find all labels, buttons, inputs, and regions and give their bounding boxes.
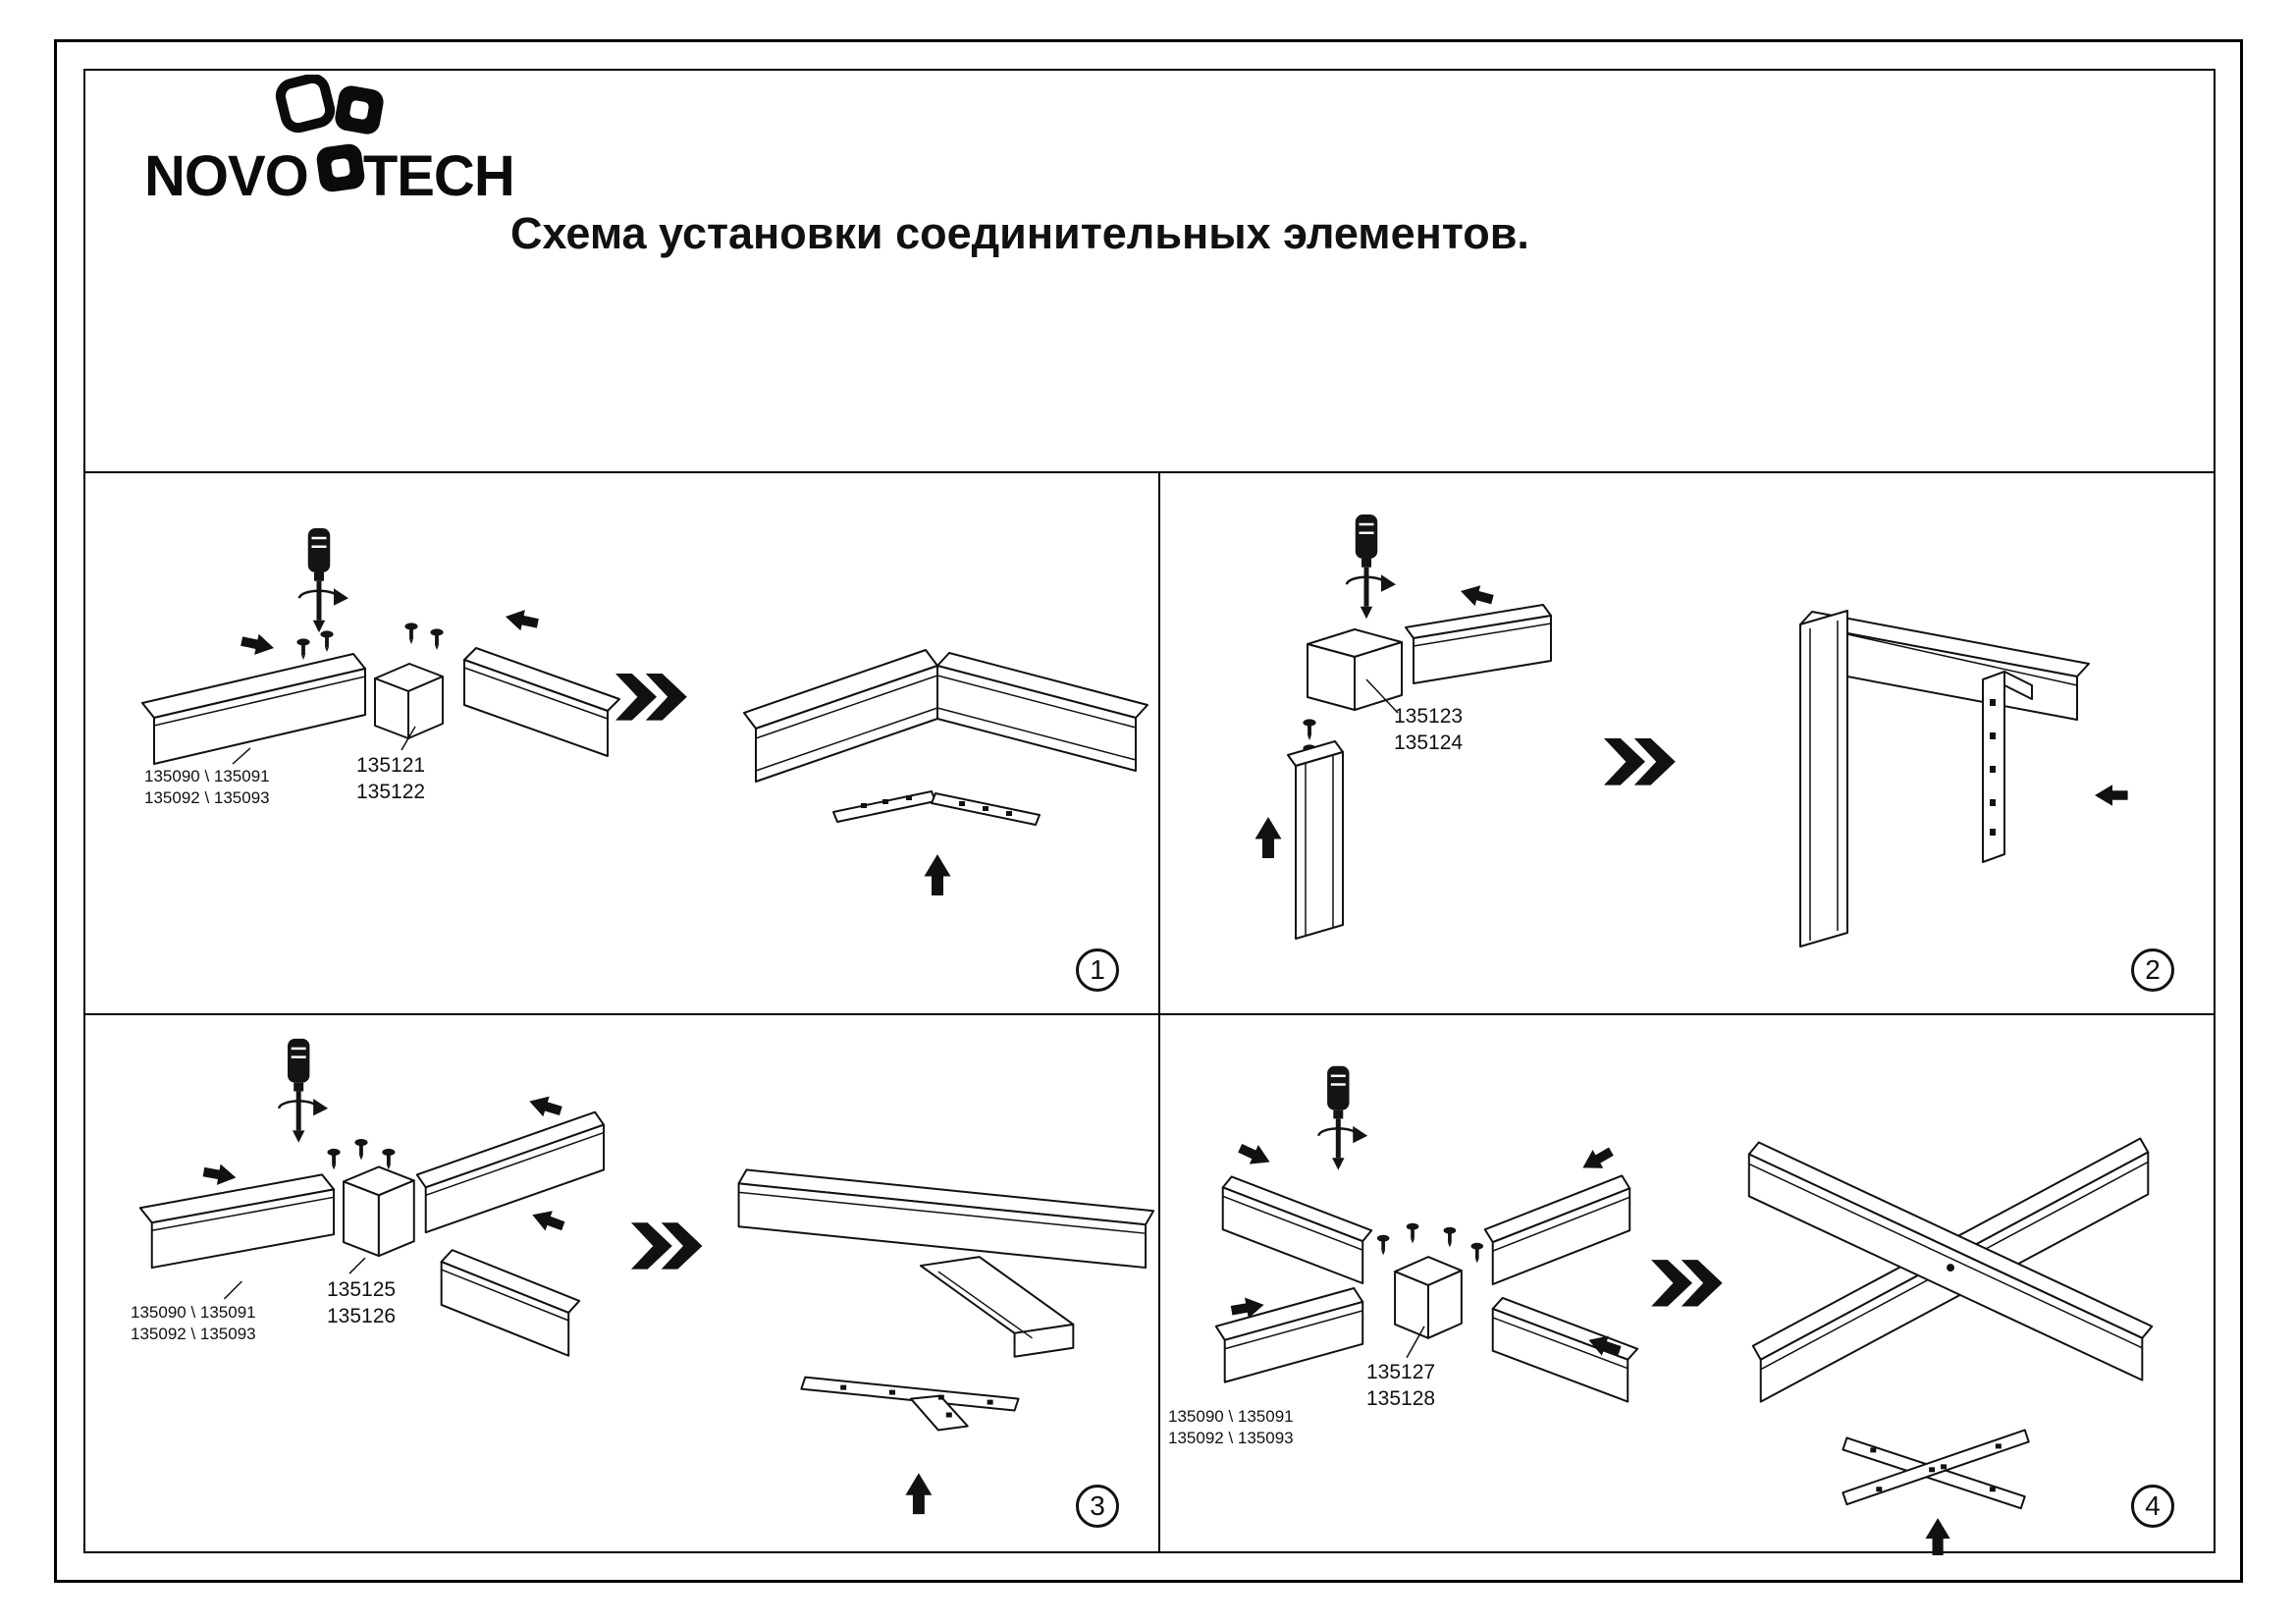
screwdriver-icon: [1317, 1064, 1369, 1171]
page-title: Схема установки соединительных элементов…: [510, 208, 1529, 258]
direction-arrow-icon: [201, 1161, 239, 1188]
outer-border: [54, 39, 2243, 1583]
insert-arrow-icon: [924, 854, 951, 895]
screw-icon: [1406, 1222, 1419, 1244]
screwdriver-icon: [1345, 513, 1398, 621]
direction-arrow-icon: [1458, 580, 1496, 611]
step-arrow-icon: [1651, 1260, 1723, 1307]
panel-1-illustration: [141, 526, 1148, 895]
direction-arrow-icon: [526, 1091, 564, 1121]
panel-3-illustration: [138, 1037, 1155, 1515]
divider-columns: [1158, 471, 1160, 1551]
connector-codes-label: 135123 135124: [1394, 705, 1464, 755]
logo-text-left: NOVO: [144, 144, 309, 208]
screw-icon: [404, 623, 418, 644]
panel-corner-connector: 135090 \ 135091 135092 \ 135093 135121 1…: [85, 471, 1158, 1013]
novotech-pinwheel-icon: [275, 75, 384, 192]
panel-number-badge: 2: [2131, 948, 2174, 992]
screwdriver-icon: [278, 1037, 330, 1145]
divider-rows: [85, 1013, 2214, 1015]
connector-codes-label: 135125 135126: [327, 1278, 397, 1328]
insert-arrow-icon: [905, 1473, 933, 1515]
logo-text-right: TECH: [362, 144, 515, 208]
panel-vertical-corner-connector: 135123 135124 2: [1160, 471, 2217, 1013]
panel-number-badge: 1: [1076, 948, 1119, 992]
screw-icon: [430, 628, 444, 650]
divider-header: [85, 471, 2214, 473]
step-arrow-icon: [1604, 738, 1676, 785]
logo-text: NOVO TECH: [144, 143, 515, 209]
direction-arrow-icon: [2095, 785, 2128, 806]
inner-border: NOVO TECH Схема установки соединительных …: [83, 69, 2217, 1555]
direction-arrow-icon: [503, 606, 541, 634]
screw-icon: [327, 1148, 341, 1170]
profile-codes-label: 135090 \ 135091 135092 \ 135093: [144, 767, 270, 808]
connector-codes-label: 135121 135122: [356, 754, 426, 804]
novotech-logo: NOVO TECH: [144, 75, 596, 251]
screw-icon: [1376, 1234, 1390, 1256]
screwdriver-icon: [297, 526, 350, 634]
connector-codes-label: 135127 135128: [1366, 1361, 1436, 1411]
screw-icon: [382, 1148, 396, 1170]
screw-icon: [354, 1138, 368, 1161]
step-arrow-icon: [630, 1222, 703, 1270]
screw-icon: [1470, 1242, 1484, 1264]
step-arrow-icon: [615, 674, 687, 721]
screw-icon: [296, 638, 310, 660]
direction-arrow-icon: [528, 1205, 567, 1236]
screw-icon: [1443, 1226, 1457, 1248]
profile-codes-label: 135090 \ 135091 135092 \ 135093: [1168, 1407, 1294, 1448]
panel-x-connector: 135090 \ 135091 135092 \ 135093 135127 1…: [1160, 1015, 2217, 1555]
screw-icon: [1303, 719, 1316, 740]
profile-codes-label: 135090 \ 135091 135092 \ 135093: [131, 1303, 256, 1344]
panel-number-badge: 3: [1076, 1485, 1119, 1528]
direction-arrow-icon: [239, 630, 277, 659]
panel-2-illustration: [1255, 513, 2128, 947]
insert-arrow-icon: [1255, 817, 1282, 858]
panel-4-illustration: [1214, 1064, 2154, 1555]
header: NOVO TECH Схема установки соединительных …: [85, 71, 2214, 471]
panel-t-connector: 135090 \ 135091 135092 \ 135093 135125 1…: [85, 1015, 1158, 1555]
direction-arrow-icon: [1235, 1138, 1275, 1172]
insert-arrow-icon: [1925, 1518, 1950, 1555]
screw-icon: [320, 630, 334, 652]
panel-number-badge: 4: [2131, 1485, 2174, 1528]
direction-arrow-icon: [1577, 1142, 1617, 1177]
